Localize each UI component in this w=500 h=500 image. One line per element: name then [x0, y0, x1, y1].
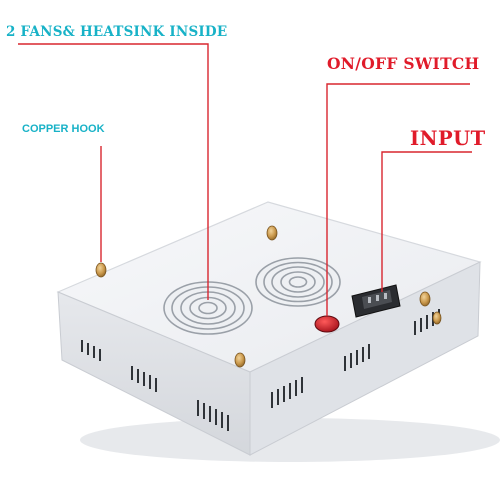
callout-leader-lines	[18, 43, 472, 316]
input-callout: INPUT	[410, 127, 486, 150]
copper-hook-callout: COPPER HOOK	[22, 123, 105, 135]
left-side-vents	[81, 340, 229, 431]
on-off-switch-callout: ON/OFF SWITCH	[327, 54, 480, 73]
power-switch-button	[314, 315, 340, 333]
floor-shadow	[80, 418, 500, 462]
fan-grille-right	[255, 257, 341, 307]
housing-right-side	[249, 261, 481, 456]
right-side-vents	[271, 309, 440, 408]
fans-heatsink-callout: 2 FANS& HEATSINK INSIDE	[6, 24, 228, 40]
copper-hooks	[95, 225, 442, 368]
